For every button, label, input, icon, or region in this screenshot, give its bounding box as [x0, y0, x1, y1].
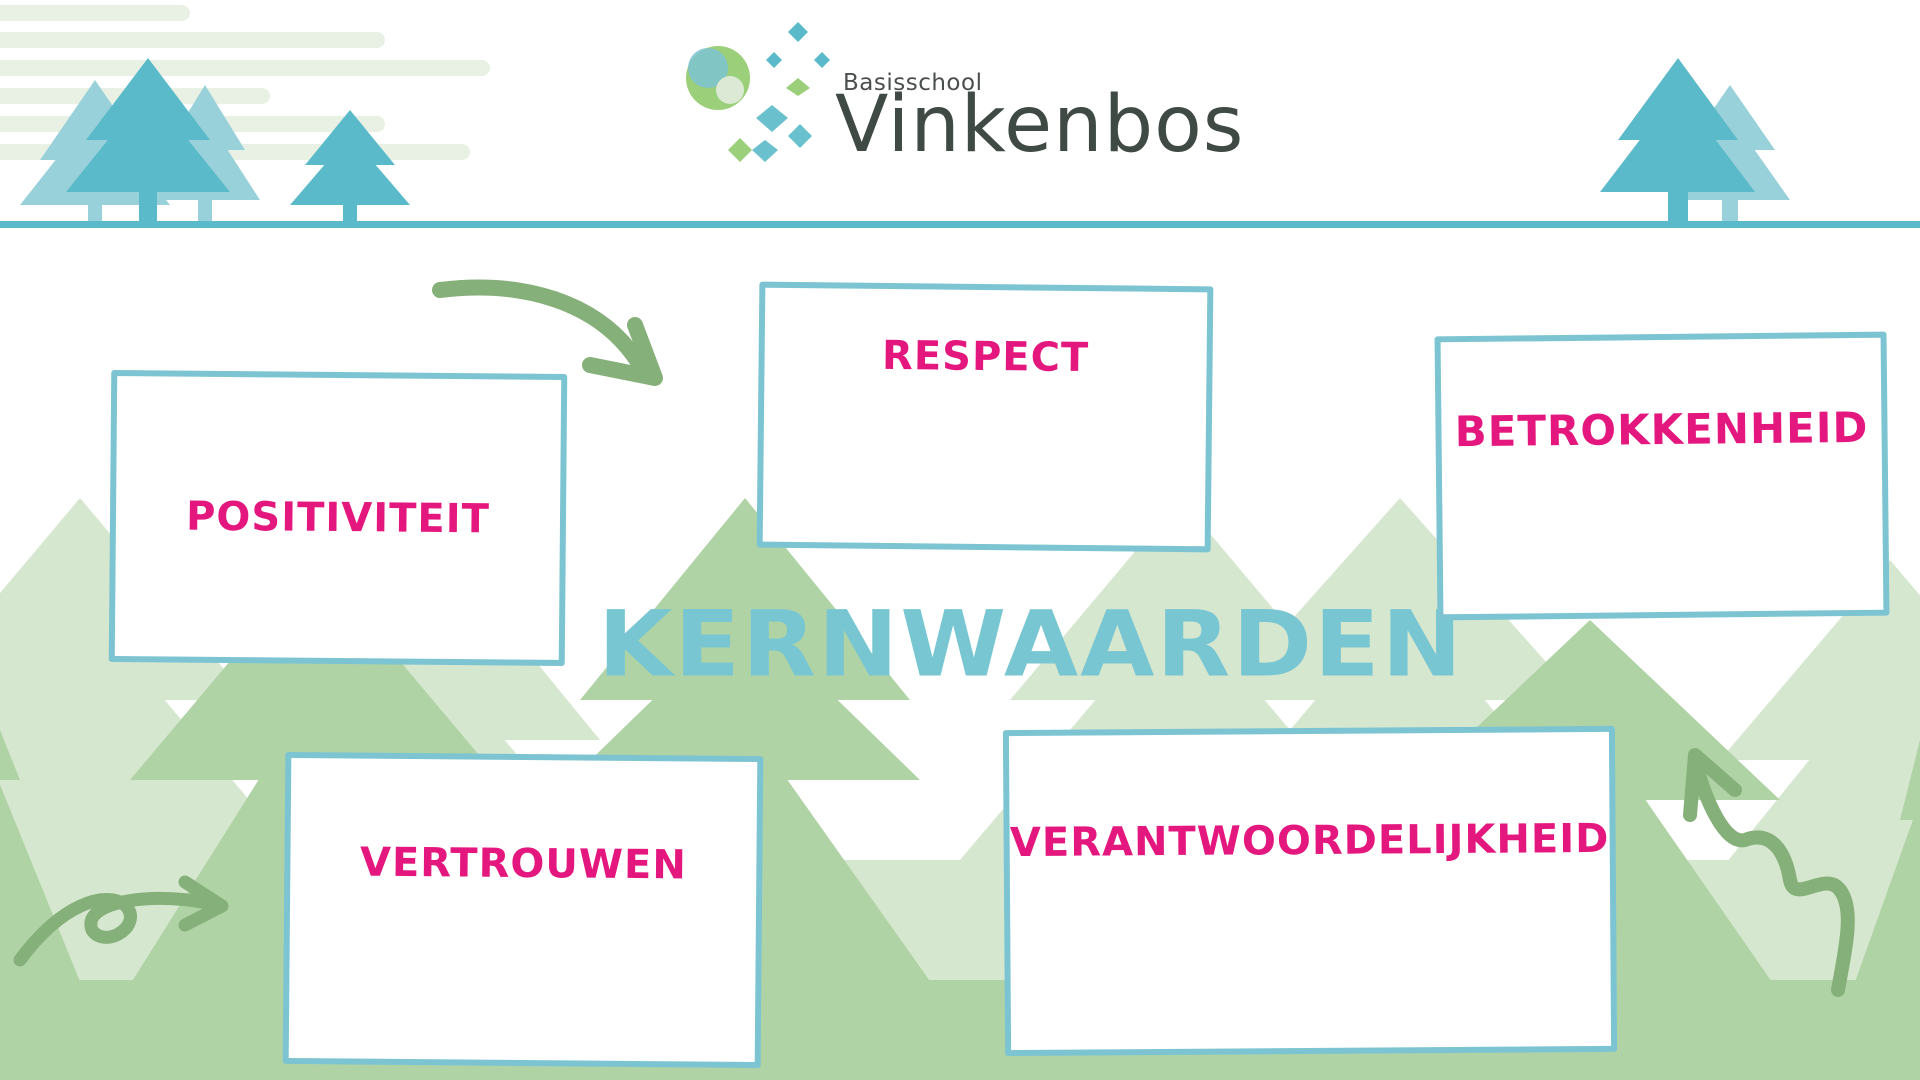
value-card-respect: RESPECT [756, 281, 1214, 553]
value-label: POSITIVITEIT [185, 493, 491, 543]
value-label: VERANTWOORDELIJKHEID [1009, 815, 1610, 867]
zigzag-arrow-icon-right [1683, 748, 1855, 997]
value-card-positiviteit: POSITIVITEIT [108, 370, 568, 666]
tree-icon-group-right [1600, 58, 1790, 223]
tree-icon-group-left [20, 58, 410, 223]
logo-subtitle: Basisschool [843, 70, 983, 96]
value-card-betrokkenheid: BETROKKENHEID [1434, 331, 1890, 621]
logo-name: Vinkenbos [835, 80, 1245, 170]
logo-mark-icon [686, 22, 830, 162]
arrow-icon-top [432, 279, 663, 386]
curly-arrow-icon-bottom-left [13, 875, 229, 967]
header-divider [0, 221, 1920, 228]
value-label: VERTROUWEN [359, 839, 687, 889]
value-card-verantwoordelijkheid: VERANTWOORDELIJKHEID [1002, 725, 1618, 1057]
value-label: RESPECT [881, 332, 1090, 382]
value-card-vertrouwen: VERTROUWEN [282, 751, 764, 1069]
value-label: BETROKKENHEID [1454, 402, 1869, 456]
diagram-title: KERNWAARDEN [598, 590, 1464, 698]
